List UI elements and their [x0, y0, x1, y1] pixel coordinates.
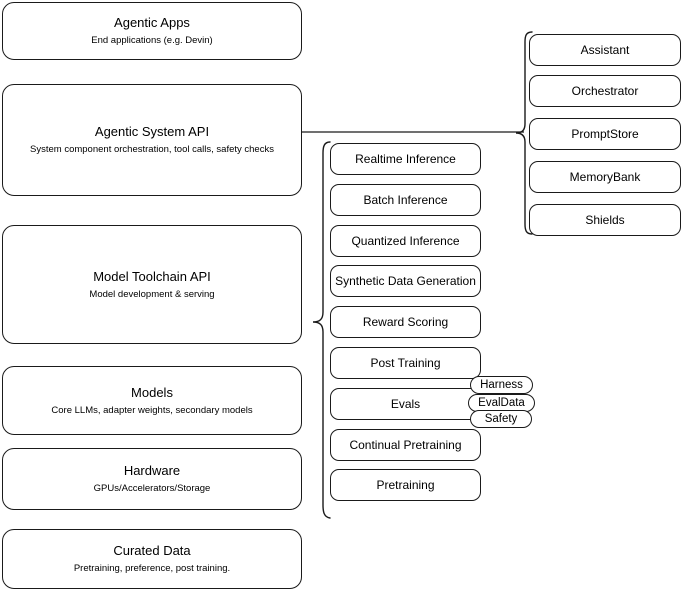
eval-pill-label: EvalData: [478, 396, 525, 409]
component-label: Orchestrator: [571, 83, 639, 98]
capability-label: Batch Inference: [363, 192, 448, 207]
brace-middle-stack: [310, 140, 332, 520]
connector-line-agentic-system-api-to-components: [302, 118, 524, 148]
component-box-assistant[interactable]: Assistant: [529, 34, 681, 66]
layer-box-agentic-apps[interactable]: Agentic Apps End applications (e.g. Devi…: [2, 2, 302, 60]
capability-box-post-training[interactable]: Post Training: [330, 347, 481, 379]
component-box-promptstore[interactable]: PromptStore: [529, 118, 681, 150]
capability-label: Realtime Inference: [355, 151, 456, 166]
capability-box-batch-inference[interactable]: Batch Inference: [330, 184, 481, 216]
capability-box-quantized-inference[interactable]: Quantized Inference: [330, 225, 481, 257]
layer-title: Hardware: [123, 463, 181, 478]
component-label: Assistant: [580, 42, 630, 57]
layer-box-curated-data[interactable]: Curated Data Pretraining, preference, po…: [2, 529, 302, 589]
eval-pill-label: Harness: [480, 378, 523, 391]
layer-title: Agentic System API: [94, 124, 210, 139]
eval-pill-label: Safety: [484, 412, 518, 425]
layer-subtitle: Pretraining, preference, post training.: [73, 563, 231, 574]
capability-box-evals[interactable]: Evals: [330, 388, 481, 420]
capability-label: Continual Pretraining: [349, 437, 462, 452]
capability-label: Synthetic Data Generation: [335, 273, 476, 288]
layer-title: Curated Data: [113, 543, 191, 558]
capability-box-pretraining[interactable]: Pretraining: [330, 469, 481, 501]
layer-subtitle: End applications (e.g. Devin): [91, 35, 213, 46]
capability-label: Pretraining: [376, 477, 435, 492]
component-box-orchestrator[interactable]: Orchestrator: [529, 75, 681, 107]
capability-label: Evals: [390, 396, 421, 411]
eval-pill-safety[interactable]: Safety: [470, 410, 532, 428]
layer-subtitle: System component orchestration, tool cal…: [30, 144, 274, 155]
component-box-shields[interactable]: Shields: [529, 204, 681, 236]
capability-label: Quantized Inference: [351, 233, 460, 248]
layer-subtitle: Model development & serving: [89, 288, 215, 300]
capability-box-synthetic-data-generation[interactable]: Synthetic Data Generation: [330, 265, 481, 297]
capability-box-continual-pretraining[interactable]: Continual Pretraining: [330, 429, 481, 461]
layer-box-model-toolchain-api[interactable]: Model Toolchain API Model development & …: [2, 225, 302, 344]
layer-box-agentic-system-api[interactable]: Agentic System API System component orch…: [2, 84, 302, 196]
layer-box-hardware[interactable]: Hardware GPUs/Accelerators/Storage: [2, 448, 302, 510]
layer-subtitle: Core LLMs, adapter weights, secondary mo…: [51, 404, 253, 416]
component-label: PromptStore: [571, 126, 639, 141]
layer-box-models[interactable]: Models Core LLMs, adapter weights, secon…: [2, 366, 302, 435]
eval-pill-harness[interactable]: Harness: [470, 376, 533, 394]
capability-box-realtime-inference[interactable]: Realtime Inference: [330, 143, 481, 175]
brace-right-stack: [512, 30, 534, 236]
layer-title: Model Toolchain API: [93, 268, 211, 284]
component-box-memorybank[interactable]: MemoryBank: [529, 161, 681, 193]
component-label: Shields: [585, 212, 625, 227]
capability-box-reward-scoring[interactable]: Reward Scoring: [330, 306, 481, 338]
layer-subtitle: GPUs/Accelerators/Storage: [93, 483, 211, 494]
capability-label: Reward Scoring: [362, 314, 449, 329]
layer-title: Models: [131, 384, 173, 400]
layer-title: Agentic Apps: [114, 15, 190, 30]
capability-label: Post Training: [370, 355, 441, 370]
component-label: MemoryBank: [569, 169, 641, 184]
